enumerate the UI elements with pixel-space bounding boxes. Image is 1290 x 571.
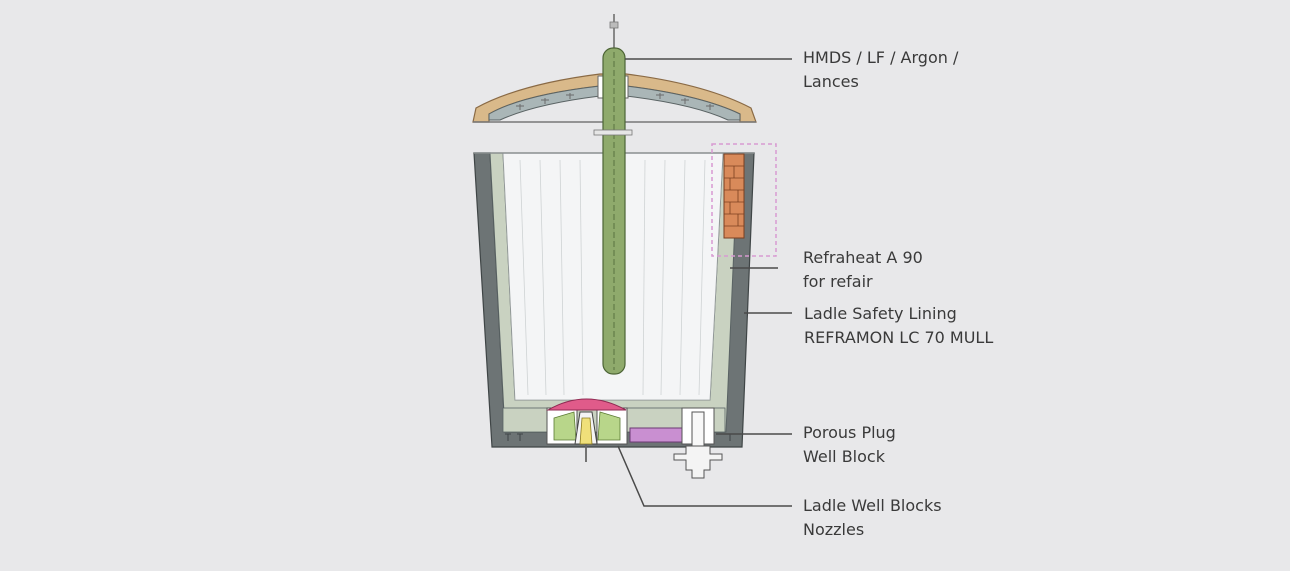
label-refraheat: Refraheat A 90 for refair xyxy=(803,246,923,294)
nozzle-bore xyxy=(691,411,705,447)
nozzle-outlet xyxy=(673,445,723,479)
refraheat-brick xyxy=(723,153,745,239)
plug-yellow-insert xyxy=(579,417,593,445)
lid-anchors xyxy=(516,93,714,110)
cavity-texture xyxy=(519,159,706,396)
leader-lines xyxy=(617,58,792,507)
label-lances: HMDS / LF / Argon / Lances xyxy=(803,46,958,94)
refraheat-highlight-box xyxy=(711,143,777,257)
well-block-nozzle-assembly xyxy=(629,407,723,479)
lid-refractory-right xyxy=(625,85,741,121)
label-well-blocks-line2: Nozzles xyxy=(803,520,865,539)
slide-gate-insert xyxy=(629,427,683,443)
ladle-lid xyxy=(472,73,757,123)
refraheat-brick-zone xyxy=(711,143,777,257)
label-lances-line2: Lances xyxy=(803,72,859,91)
lance-tip-collar xyxy=(609,21,619,29)
leader-well-blocks xyxy=(617,445,792,507)
label-porous-plug: Porous Plug Well Block xyxy=(803,421,896,469)
label-safety-lining-line2: REFRAMON LC 70 MULL xyxy=(804,328,994,347)
lance-body xyxy=(602,47,626,375)
label-lances-line1: HMDS / LF / Argon / xyxy=(803,48,959,67)
label-refraheat-line1: Refraheat A 90 xyxy=(803,248,923,267)
lance xyxy=(593,14,633,375)
label-well-blocks-line1: Ladle Well Blocks xyxy=(803,496,942,515)
plug-green-right xyxy=(597,411,621,441)
porous-plug-cap xyxy=(546,398,627,411)
label-porous-plug-line2: Well Block xyxy=(803,447,885,466)
porous-plug-assembly xyxy=(546,398,628,462)
lance-flange xyxy=(593,129,633,136)
label-safety-lining: Ladle Safety Lining REFRAMON LC 70 MULL xyxy=(804,302,993,350)
label-well-blocks: Ladle Well Blocks Nozzles xyxy=(803,494,942,542)
label-safety-lining-line1: Ladle Safety Lining xyxy=(804,304,957,323)
label-refraheat-line2: for refair xyxy=(803,272,873,291)
label-porous-plug-line1: Porous Plug xyxy=(803,423,896,442)
